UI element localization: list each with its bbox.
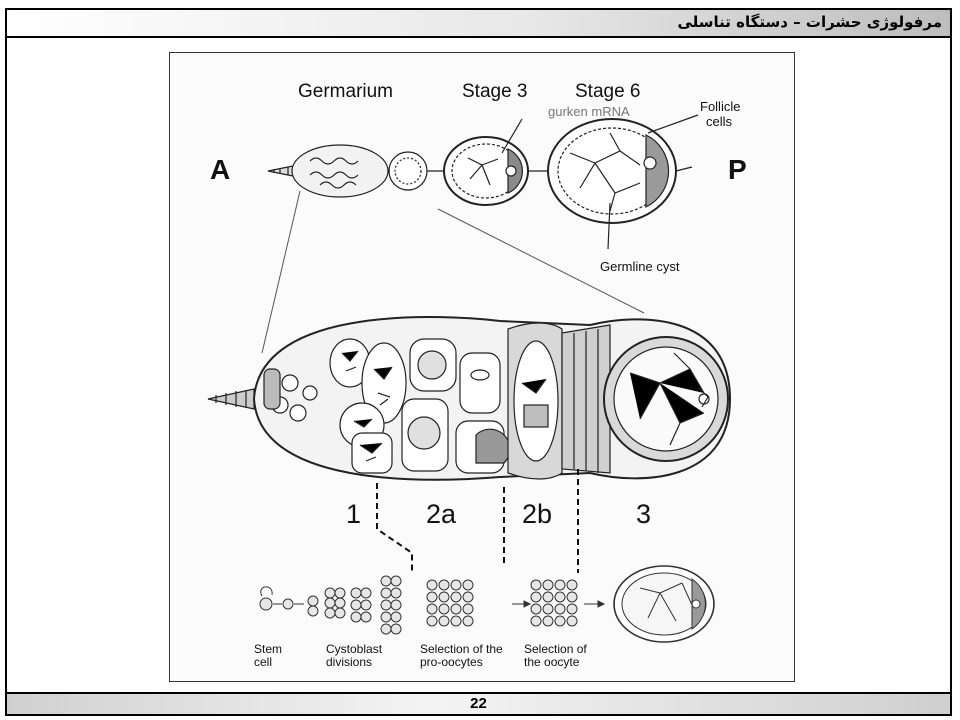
region-label-1: 1 bbox=[346, 499, 361, 529]
page-number: 22 bbox=[7, 695, 950, 712]
germarium-detail bbox=[208, 317, 730, 480]
page-frame: مرفولوژی حشرات – دستگاه تناسلی Germarium… bbox=[5, 8, 952, 716]
figure-oogenesis-diagram: Germarium Stage 3 Stage 6 gurken mRNA Fo… bbox=[169, 52, 795, 682]
label-stage6: Stage 6 bbox=[575, 81, 641, 102]
top-ovariole bbox=[268, 115, 698, 249]
page-header-title: مرفولوژی حشرات – دستگاه تناسلی bbox=[678, 13, 943, 31]
region-label-2a: 2a bbox=[426, 499, 457, 529]
step-label-oocyte-2: the oocyte bbox=[524, 655, 580, 669]
label-follicle: Follicle bbox=[700, 99, 740, 114]
label-follicle-cells: cells bbox=[706, 114, 733, 129]
label-gurken: gurken mRNA bbox=[548, 104, 630, 119]
label-posterior: P bbox=[728, 154, 747, 185]
label-anterior: A bbox=[210, 154, 230, 185]
region-label-3: 3 bbox=[636, 499, 651, 529]
oogenesis-svg: Germarium Stage 3 Stage 6 gurken mRNA Fo… bbox=[170, 53, 796, 683]
division-sequence bbox=[260, 566, 714, 642]
step-label-oocyte-1: Selection of bbox=[524, 642, 587, 656]
label-germarium: Germarium bbox=[298, 81, 393, 102]
label-germline-cyst: Germline cyst bbox=[600, 259, 680, 274]
region-label-2b: 2b bbox=[522, 499, 552, 529]
header-bar: مرفولوژی حشرات – دستگاه تناسلی bbox=[7, 10, 950, 38]
label-stage3: Stage 3 bbox=[462, 81, 528, 102]
step-label-cyto-1: Cystoblast bbox=[326, 642, 383, 656]
step-label-cyto-2: divisions bbox=[326, 655, 372, 669]
footer-bar: 22 bbox=[7, 692, 950, 714]
step-label-stem-1: Stem bbox=[254, 642, 282, 656]
zoom-line-left bbox=[262, 191, 300, 353]
step-label-pro-1: Selection of the bbox=[420, 642, 503, 656]
step-label-stem-2: cell bbox=[254, 655, 272, 669]
step-label-pro-2: pro-oocytes bbox=[420, 655, 483, 669]
